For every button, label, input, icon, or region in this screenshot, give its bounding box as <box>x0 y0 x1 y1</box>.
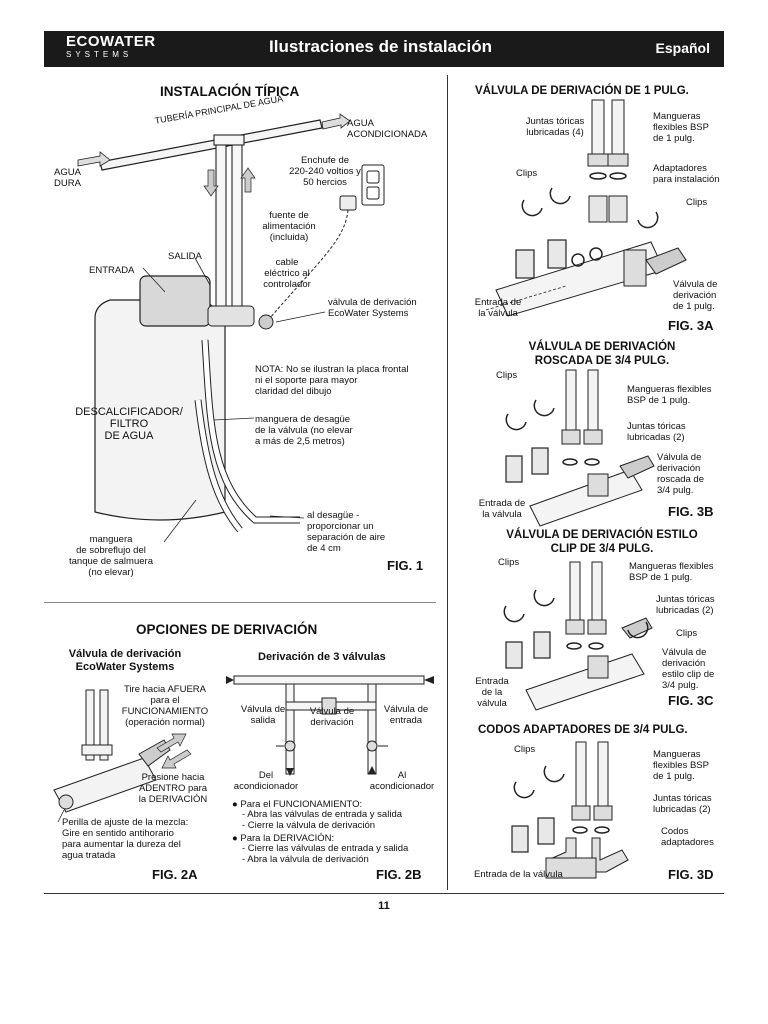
section-divider <box>44 602 436 603</box>
power-cable <box>269 209 349 319</box>
fig2b-illustration <box>226 675 434 776</box>
fig1-overflow-hose-label: manguera de sobreflujo del tanque de sal… <box>69 534 153 578</box>
fig2b-to-conditioner-label: Al acondicionador <box>369 770 435 792</box>
fig1-soft-water-label: AGUA ACONDICIONADA <box>347 118 428 140</box>
fig3a-bypass-label: Válvula de derivación de 1 pulg. <box>673 279 718 312</box>
fig3d-label: FIG. 3D <box>668 867 714 882</box>
fig3a-hoses-label: Mangueras flexibles BSP de 1 pulg. <box>653 111 709 144</box>
column-divider <box>447 75 448 890</box>
fig3c-clips-right-label: Clips <box>676 628 698 639</box>
fig2b-operation-text: Para el FUNCIONAMIENTO: <box>240 799 363 810</box>
fig3c-clips-left-label: Clips <box>498 557 520 568</box>
fig2a-title: Válvula de derivación EcoWater Systems <box>68 648 182 673</box>
page-header: ECOWATER SYSTEMS Ilustraciones de instal… <box>44 31 724 67</box>
softener-tank <box>94 275 226 521</box>
fig2a-pull-out-label: Tire hacia AFUERA para el FUNCIONAMIENTO… <box>121 684 209 728</box>
bypass-valve-body <box>207 305 274 330</box>
fig3a-clips-right-label: Clips <box>686 197 708 208</box>
fig3b-label: FIG. 3B <box>668 504 714 519</box>
riser-pipes <box>213 134 245 309</box>
fig3b-heading: VÁLVULA DE DERIVACIÓN ROSCADA DE 3/4 PUL… <box>528 341 676 367</box>
fig3c-bypass-label: Válvula de derivación estilo clip de 3/4… <box>662 647 715 691</box>
fig3a-valve-inlet-label: Entrada de la válvula <box>474 297 522 319</box>
down-arrow <box>203 169 219 197</box>
fig1-note: NOTA: No se ilustran la placa frontal ni… <box>255 364 409 397</box>
fig3c-illustration <box>503 561 653 711</box>
fig2a-label: FIG. 2A <box>152 867 198 882</box>
fig3c-orings-label: Juntas tóricas lubricadas (2) <box>656 594 715 616</box>
fig1-softener-label: DESCALCIFICADOR/ FILTRO DE AGUA <box>75 406 183 442</box>
fig1-inlet-label: ENTRADA <box>89 265 135 276</box>
fig1-illustration <box>77 113 385 543</box>
pull-out-arrow <box>156 733 187 753</box>
page-title: Ilustraciones de instalación <box>269 37 492 56</box>
fig3b-clips-label: Clips <box>496 370 518 381</box>
fig3a-orings-label: Juntas tóricas lubricadas (4) <box>525 116 585 138</box>
fig3c-heading: VÁLVULA DE DERIVACIÓN ESTILO CLIP DE 3/4… <box>506 529 698 555</box>
footer-rule <box>44 893 724 894</box>
brand-subtitle: SYSTEMS <box>66 50 133 59</box>
fig3d-heading: CODOS ADAPTADORES DE 3/4 PULG. <box>478 724 688 736</box>
up-arrow <box>240 167 256 193</box>
fig2b-title: Derivación de 3 válvulas <box>258 651 386 663</box>
fig2b-outlet-valve-label: Válvula de salida <box>240 704 286 726</box>
wall-outlet <box>361 164 385 206</box>
fig1-heading: INSTALACIÓN TÍPICA <box>160 84 300 99</box>
fig3b-illustration <box>505 369 655 527</box>
fig2b-bypass-text: Para la DERIVACIÓN: <box>240 833 335 844</box>
fig3a-heading: VÁLVULA DE DERIVACIÓN DE 1 PULG. <box>475 85 689 97</box>
fig2a-illustration <box>53 689 192 823</box>
fig2b-inlet-valve-label: Válvula de entrada <box>383 704 429 726</box>
fig3a-adapters-label: Adaptadores para instalación <box>653 163 720 185</box>
fig1-cable-label: cable eléctrico al controlador <box>263 257 311 290</box>
fig2b-bypass-steps: - Cierre las válvulas de entrada y salid… <box>242 843 409 865</box>
hard-water-arrow <box>77 151 111 167</box>
fig2b-bypass-heading: ● Para la DERIVACIÓN: <box>232 833 335 844</box>
fig3d-valve-inlet-label: Entrada de la válvula <box>474 869 563 880</box>
fig3a-label: FIG. 3A <box>668 318 714 333</box>
fig3c-valve-inlet-label: Entrada de la válvula <box>475 676 509 709</box>
fig2a-push-in-label: Presione hacia ADENTRO para la DERIVACIÓ… <box>138 772 208 805</box>
fig1-label: FIG. 1 <box>387 558 424 573</box>
fig3c-hoses-label: Mangueras flexibles BSP de 1 pulg. <box>629 561 714 583</box>
fig1-to-drain-label: al desagüe - proporcionar un separación … <box>307 510 386 554</box>
fig2b-operation-heading: ● Para el FUNCIONAMIENTO: <box>232 799 363 810</box>
fig1-hard-water-label: AGUA DURA <box>54 167 81 189</box>
main-water-pipe <box>99 119 323 171</box>
power-supply <box>339 195 357 211</box>
fig3d-orings-label: Juntas tóricas lubricadas (2) <box>653 793 712 815</box>
language-label: Español <box>655 40 710 56</box>
bypass-options-heading: OPCIONES DE DERIVACIÓN <box>136 622 318 637</box>
fig3b-orings-label: Juntas tóricas lubricadas (2) <box>627 421 686 443</box>
fig3c-label: FIG. 3C <box>668 693 714 708</box>
brand-logo-text: ECOWATER <box>66 33 156 50</box>
fig2b-label: FIG. 2B <box>376 867 422 882</box>
fig3a-illustration <box>485 99 687 317</box>
push-in-arrow <box>161 749 192 769</box>
fig3d-clips-label: Clips <box>514 744 536 755</box>
fig3d-elbows-label: Codos adaptadores <box>661 826 714 848</box>
fig3b-valve-inlet-label: Entrada de la válvula <box>478 498 526 520</box>
fig3b-hoses-label: Mangueras flexibles BSP de 1 pulg. <box>627 384 712 406</box>
fig1-bypass-valve-label: válvula de derivación EcoWater Systems <box>328 297 417 319</box>
fig1-outlet-label: SALIDA <box>168 251 202 262</box>
fig1-outlet-plug-label: Enchufe de 220-240 voltios y 50 hercios <box>289 155 361 188</box>
fig2b-from-conditioner-label: Del acondicionador <box>233 770 299 792</box>
fig1-drain-hose-label: manguera de desagüe de la válvula (no el… <box>255 414 353 447</box>
fig3d-hoses-label: Mangueras flexibles BSP de 1 pulg. <box>653 749 709 782</box>
fig3d-illustration <box>511 741 629 879</box>
fig1-power-supply-label: fuente de alimentación (incluida) <box>262 210 316 243</box>
soft-water-arrow <box>321 113 351 130</box>
fig3b-bypass-label: Válvula de derivación roscada de 3/4 pul… <box>657 452 705 496</box>
fig3a-clips-left-label: Clips <box>516 168 538 179</box>
fig2a-mix-knob-label: Perilla de ajuste de la mezcla: Gire en … <box>62 817 189 861</box>
page-number: 11 <box>378 900 390 912</box>
fig2b-operation-steps: - Abra las válvulas de entrada y salida … <box>242 809 403 831</box>
fig2b-bypass-valve-label: Válvula de derivación <box>309 706 355 728</box>
